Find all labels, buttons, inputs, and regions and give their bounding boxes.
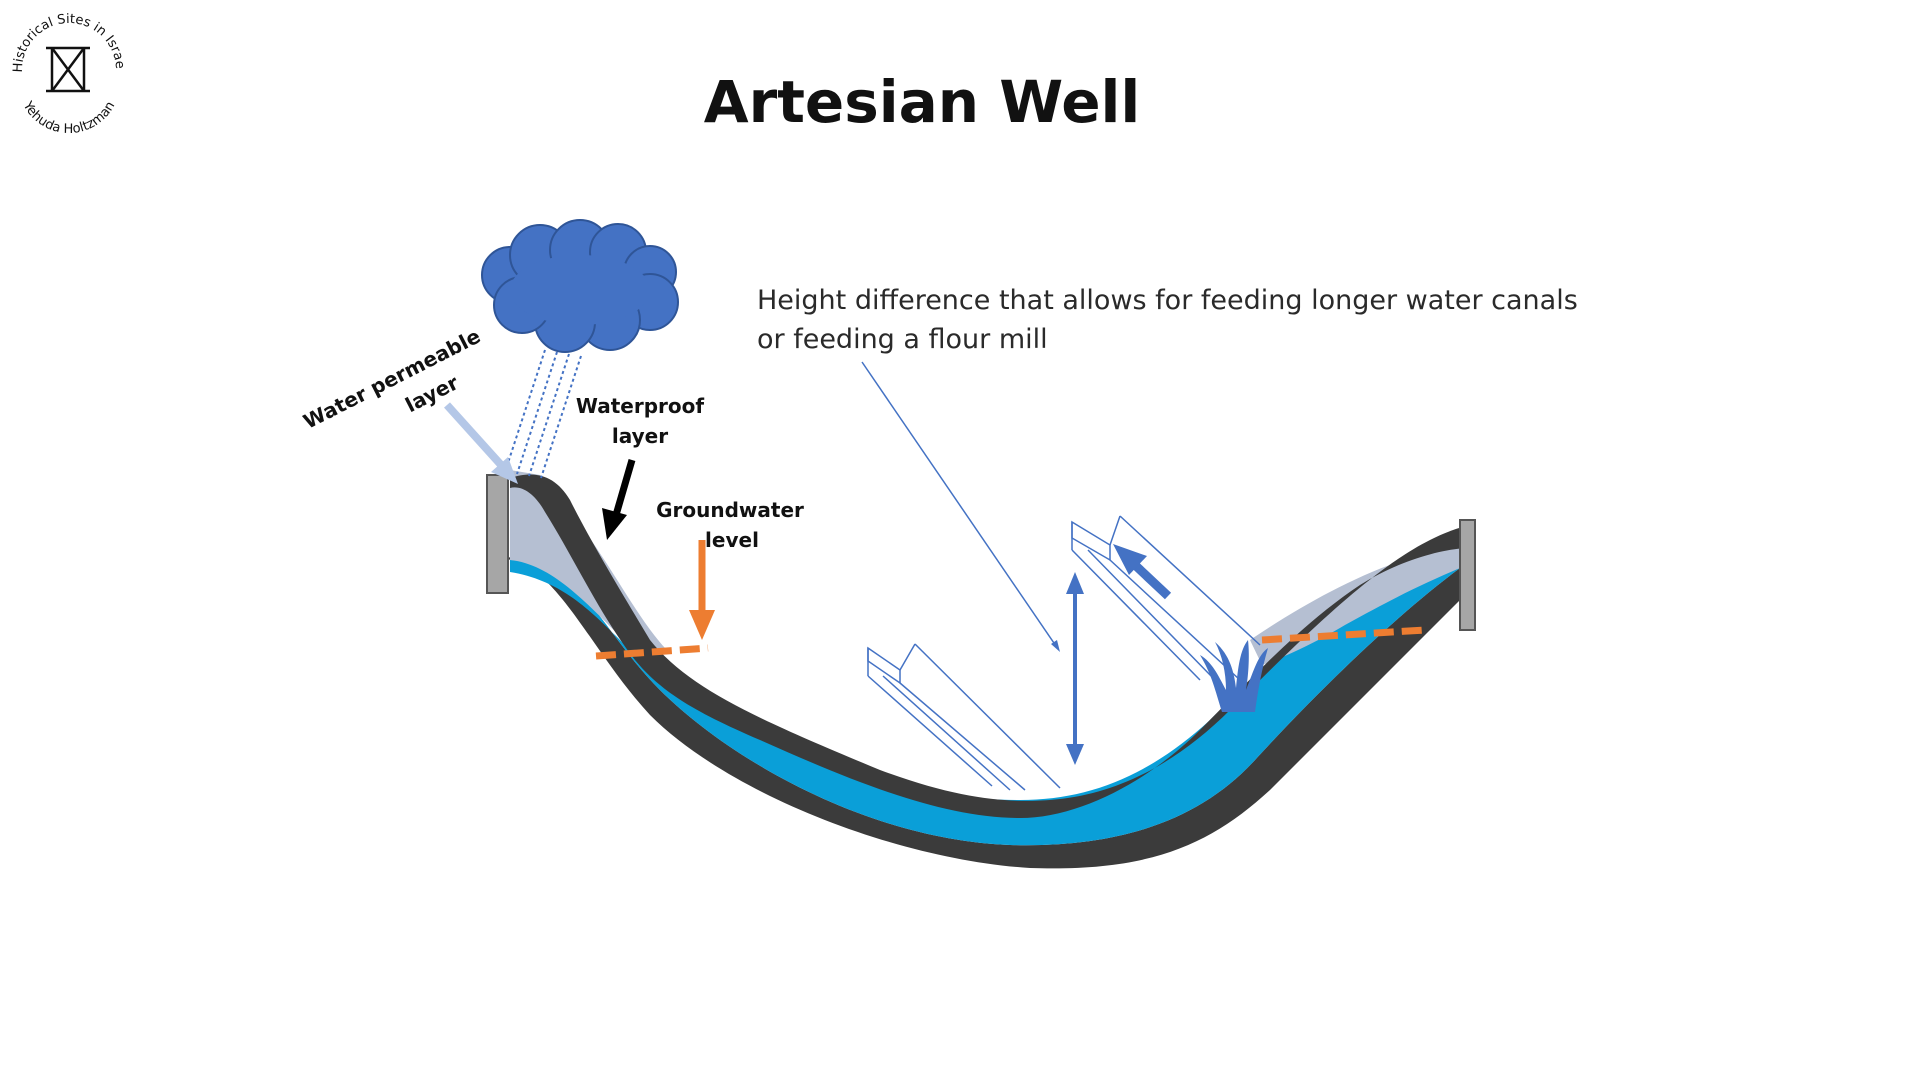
groundwater-label-line2: level (705, 528, 759, 552)
artesian-spring-icon (1200, 640, 1268, 712)
height-difference-note-line1: Height difference that allows for feedin… (757, 285, 1578, 316)
canal-channel-left (867, 643, 1061, 791)
page-title: Artesian Well (704, 68, 1141, 136)
rain-lines (504, 349, 582, 479)
groundwater-level-line-left (595, 644, 709, 660)
right-pillar (1459, 519, 1476, 631)
height-difference-note-line2: or feeding a flour mill (757, 324, 1048, 355)
left-pillar (486, 474, 509, 594)
ground-layers (486, 470, 1476, 869)
waterproof-layer-arrow (602, 459, 636, 540)
permeable-layer-arrow (444, 402, 518, 484)
logo-bottom-text: Yehuda Holtzman (19, 98, 118, 137)
groundwater-arrow (689, 540, 715, 640)
height-difference-arrow (1066, 572, 1084, 765)
logo: Historical Sites in Israel Yehuda Holtzm… (0, 0, 127, 137)
lower-waterproof-layer (505, 556, 1465, 869)
tower-icon (46, 46, 90, 93)
rain-cloud-icon (481, 219, 679, 353)
note-pointer-arrow (861, 361, 1060, 652)
groundwater-label-line1: Groundwater (656, 498, 804, 522)
canal-channel-right (1071, 515, 1261, 681)
upper-waterproof-layer (510, 474, 1465, 818)
aquifer-water (510, 560, 1462, 846)
flow-direction-arrow (1113, 544, 1172, 600)
waterproof-layer-label-line1: Waterproof (576, 394, 704, 418)
waterproof-layer-label-line2: layer (612, 424, 668, 448)
